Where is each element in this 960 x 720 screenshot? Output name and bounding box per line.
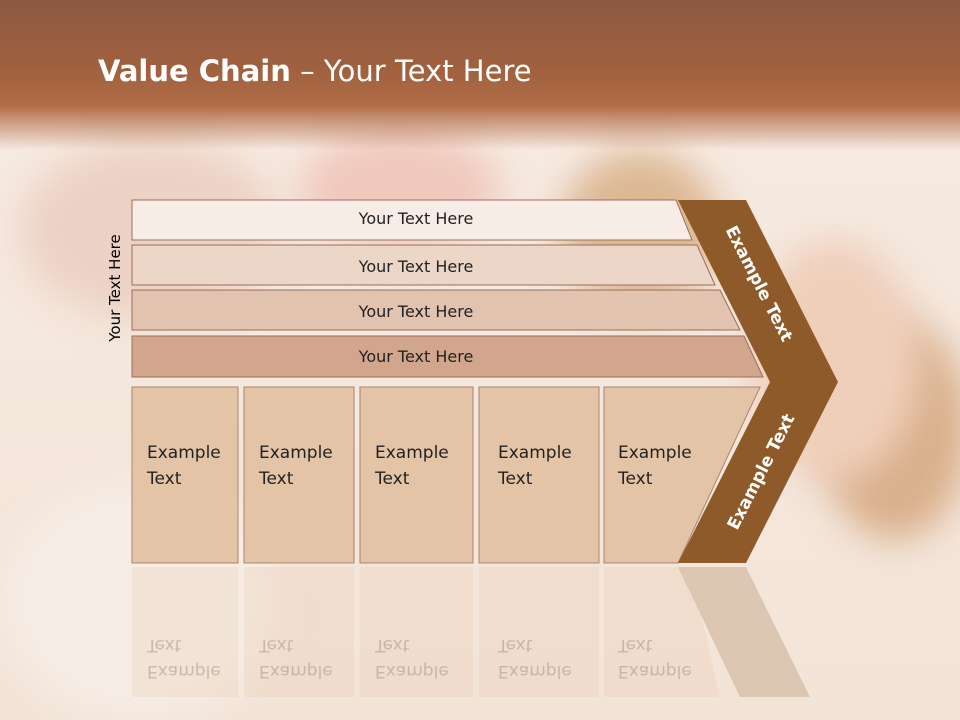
box-label-1: Example Text [147, 443, 221, 489]
box-reflection-3: Example Text [375, 635, 449, 681]
box-label-2: Example Text [259, 443, 333, 489]
row-bar-1 [131, 199, 693, 241]
box-label-4: Example Text [498, 443, 572, 489]
row-bar-4 [131, 335, 764, 378]
box-label-3: Example Text [375, 443, 449, 489]
row-label-2: Your Text Here [358, 257, 474, 276]
title-rest: – Your Text Here [290, 54, 532, 88]
box-4 [478, 386, 600, 564]
box-1 [131, 386, 239, 564]
box-reflection-2: Example Text [259, 635, 333, 681]
row-label-1: Your Text Here [358, 209, 474, 228]
box-reflection-4: Example Text [498, 635, 572, 681]
vertical-label: Your Text Here [106, 234, 124, 342]
box-reflection-1: Example Text [147, 635, 221, 681]
row-bar-2 [131, 244, 716, 286]
reflection [132, 567, 810, 697]
title-bold: Value Chain [98, 54, 291, 88]
chevron-arrow [678, 200, 838, 563]
title-bar [0, 0, 960, 150]
box-2 [243, 386, 355, 564]
row-label-3: Your Text Here [358, 302, 474, 321]
row-label-4: Your Text Here [358, 347, 474, 366]
box-reflection-5: Example Text [618, 635, 692, 681]
page-title: Value Chain – Your Text Here [98, 54, 532, 88]
box-label-5: Example Text [618, 443, 692, 489]
box-3 [359, 386, 474, 564]
row-bar-3 [131, 289, 741, 331]
